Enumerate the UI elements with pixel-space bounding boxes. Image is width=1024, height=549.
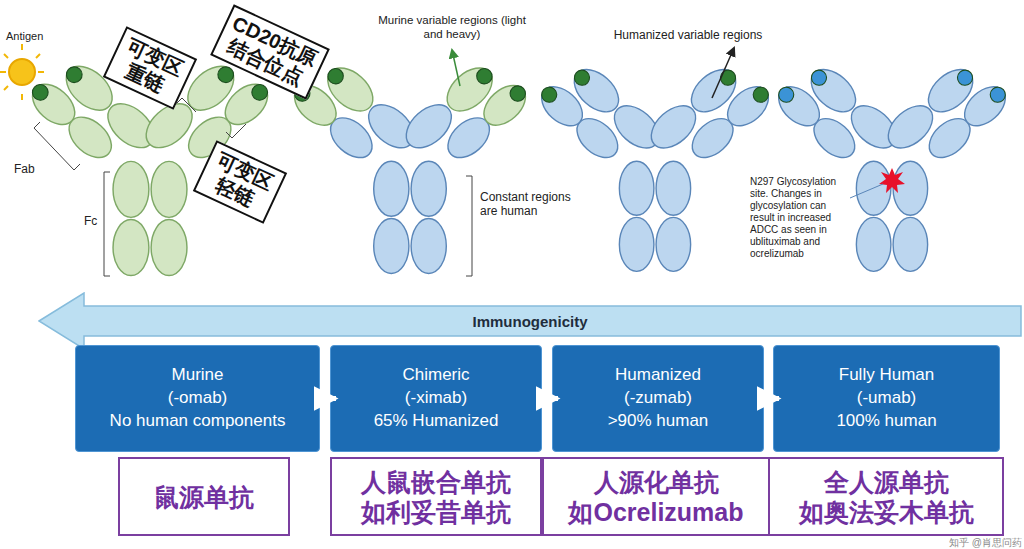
node-text: >90% human (608, 410, 709, 433)
antigen-label: Antigen (6, 30, 66, 43)
node-text: Chimeric (402, 364, 469, 387)
constant-bracket (466, 176, 472, 276)
example-box: 鼠源单抗 (118, 457, 290, 536)
leader-arrow (712, 48, 734, 98)
node-text: Humanized (615, 364, 701, 387)
node-text: No human components (110, 410, 286, 433)
watermark: 知乎 @肖思问药 (900, 537, 1022, 549)
node-text: 100% human (836, 410, 936, 433)
node-text: (-zumab) (624, 387, 692, 410)
node-text: 鼠源单抗 (154, 482, 254, 512)
heavy-chain-bracket (176, 98, 196, 112)
annotation: Murine variable regions (light and heavy… (372, 14, 532, 42)
node-text: Immunogenicity (472, 313, 587, 330)
part-label: Fab (14, 162, 54, 176)
node-text: 可变区轻链 (201, 148, 278, 217)
node-text: 65% Humanized (374, 410, 499, 433)
node-text: 全人源单抗 (824, 467, 949, 497)
leader-line (850, 184, 883, 198)
leader-arrow (452, 50, 460, 86)
node-text: (-omab) (168, 387, 228, 410)
node-text: (-ximab) (405, 387, 467, 410)
node-text: 人鼠嵌合单抗 (361, 467, 511, 497)
class-box: Chimeric(-ximab)65% Humanized (330, 345, 542, 452)
node-text: (-umab) (857, 387, 917, 410)
node-text: 如利妥昔单抗 (361, 497, 511, 527)
annotation: Humanized variable regions (600, 28, 776, 42)
annotation: Constant regions are human (480, 190, 572, 219)
class-box: Murine(-omab)No human components (75, 345, 320, 452)
example-box: 人鼠嵌合单抗如利妥昔单抗 (330, 457, 542, 536)
fab-bracket (34, 122, 80, 170)
fc-bracket (104, 172, 110, 276)
node-text: 如奥法妥木单抗 (799, 497, 974, 527)
class-box: Humanized(-zumab)>90% human (552, 345, 764, 452)
light-chain-bracket (226, 124, 246, 138)
immunogenicity-arrow: Immunogenicity (38, 292, 1022, 350)
node-text: Fully Human (839, 364, 934, 387)
annotation: N297 Glycosylation site. Changes in glyc… (750, 176, 846, 260)
chimeric-antibody (286, 50, 534, 274)
part-label: Fc (84, 214, 104, 228)
example-box: 人源化单抗如Ocrelizumab (542, 457, 770, 536)
node-text: 人源化单抗 (594, 467, 719, 497)
example-box: 全人源单抗如奥法妥木单抗 (768, 457, 1004, 536)
heavy-chain-label: 可变区重链 (103, 26, 197, 110)
node-text: Murine (172, 364, 224, 387)
glycosylation-star (879, 168, 905, 193)
class-box: Fully Human(-umab)100% human (773, 345, 1000, 452)
node-text: 可变区重链 (111, 34, 188, 103)
humanized-antibody (533, 52, 776, 271)
node-text: 如Ocrelizumab (568, 497, 743, 527)
